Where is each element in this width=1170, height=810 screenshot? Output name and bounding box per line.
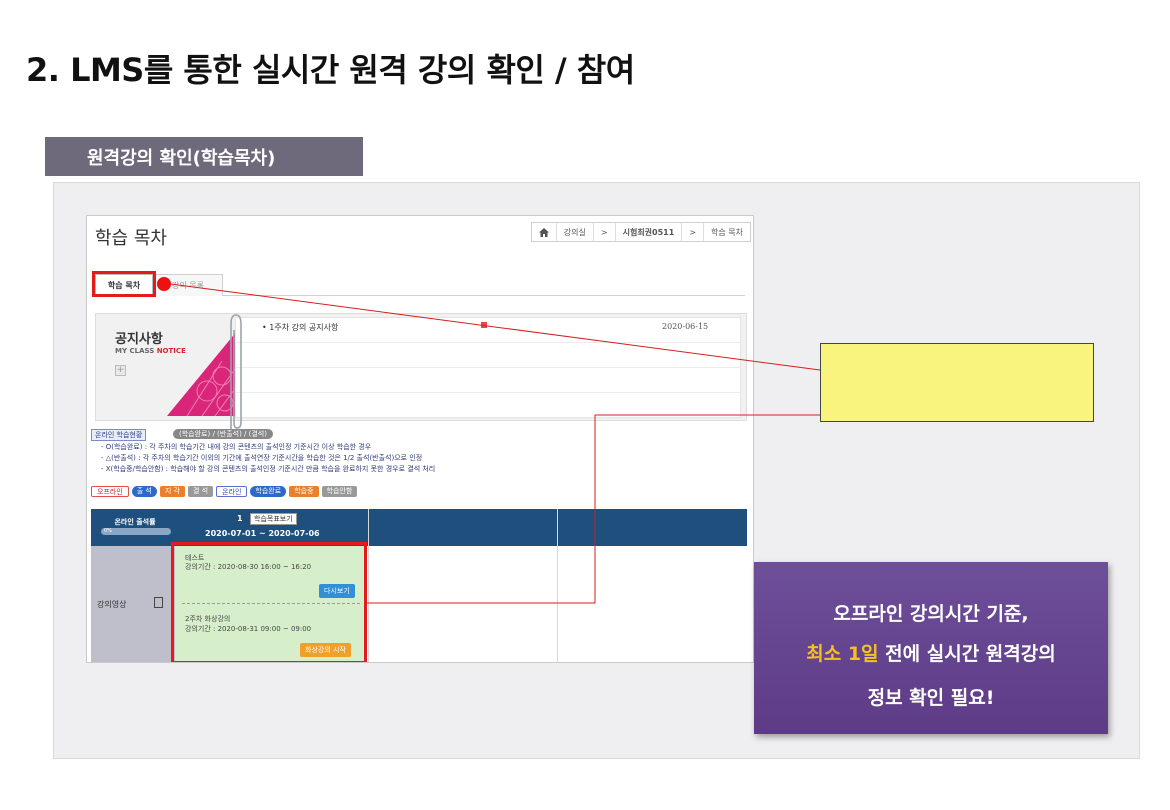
week-dates: 2020-07-01 ~ 2020-07-06: [205, 529, 320, 538]
status-not-started: 학습안함: [321, 486, 358, 497]
callout-line: 오프라인 강의시간 기준,: [833, 603, 1029, 625]
breadcrumb-item-current: 학습 목차: [711, 227, 743, 237]
status-absent: 결 석: [187, 486, 214, 497]
attendance-rate-bar: 0%: [101, 528, 171, 535]
lms-screenshot: 학습 목차 강의실 > 시험최권0511 > 학습 목차 학습 목차 강의 목록…: [86, 215, 754, 663]
annotation-note: [820, 343, 1094, 422]
status-in-progress: 학습중: [289, 486, 319, 497]
replay-button[interactable]: 다시보기: [319, 584, 355, 598]
new-badge-icon: [481, 322, 487, 328]
lecture-divider: [182, 603, 360, 604]
grid-header: [91, 509, 747, 546]
breadcrumb: 강의실 > 시험최권0511 > 학습 목차: [530, 222, 751, 242]
legend-line: - △(반출석) : 각 주차의 학습기간 이외의 기간에 출석연장 기준시간을…: [101, 454, 423, 462]
attendance-rate-label: 온라인 출석률: [114, 518, 156, 526]
learning-goal-button[interactable]: 학습목표보기: [250, 513, 297, 525]
breadcrumb-separator: >: [682, 223, 705, 241]
notice-row: [236, 368, 740, 393]
status-legend: 오프라인 출 석 지 각 결 석 온라인 학습완료 학습중 학습안함: [91, 486, 358, 497]
slide-title: 2. LMS를 통한 실시간 원격 강의 확인 / 참여: [26, 51, 635, 89]
row-label: 강의영상: [97, 600, 127, 609]
lecture-cell: [175, 546, 365, 662]
breadcrumb-item-classroom[interactable]: 강의실: [557, 223, 594, 241]
lms-page-title: 학습 목차: [95, 228, 167, 249]
pointer-dot: [157, 277, 171, 291]
callout-box: 오프라인 강의시간 기준, 최소 1일 전에 실시간 원격강의 정보 확인 필요…: [754, 562, 1108, 734]
home-icon[interactable]: [532, 223, 557, 241]
breadcrumb-separator: >: [594, 223, 616, 241]
notice-item[interactable]: • 1주차 강의 공지사항: [262, 323, 339, 332]
notice-more-button[interactable]: +: [115, 365, 126, 376]
legend-label: 온라인 학습현황: [91, 429, 147, 441]
notice-row: [236, 343, 740, 368]
legend-line: - X(학습중/학습안함) : 학습해야 할 강의 콘텐츠의 출석인정 기준시간…: [101, 465, 436, 473]
legend-pill: (학습완료) / (반출석) / (결석): [173, 429, 273, 439]
document-icon: [154, 597, 163, 608]
tab-highlight-box: [92, 271, 156, 297]
notice-subtitle-prefix: MY CLASS: [115, 347, 157, 355]
legend-line: - O(학습완료) : 각 주차의 학습기간 내에 강의 콘텐츠의 출석인정 기…: [101, 443, 372, 451]
row-label-cell: [91, 546, 179, 662]
callout-line: 정보 확인 필요!: [867, 687, 995, 709]
status-late: 지 각: [159, 486, 185, 497]
callout-line: 최소 1일 전에 실시간 원격강의: [754, 639, 1108, 666]
lecture-title: 테스트: [185, 554, 205, 562]
start-video-lecture-button[interactable]: 화상강의 시작: [300, 643, 351, 657]
section-label: 원격강의 확인(학습목차): [45, 137, 363, 176]
week-number: 1: [237, 514, 243, 523]
status-online: 온라인: [216, 486, 248, 497]
notice-title: 공지사항: [115, 332, 163, 347]
lecture-title: 2주차 화상강의: [185, 615, 231, 623]
lecture-period: 강의기간 : 2020-08-30 16:00 ~ 16:20: [185, 563, 312, 571]
tab-learning-index[interactable]: 학습 목차: [95, 274, 153, 296]
lecture-highlight-box: [171, 542, 367, 662]
lecture-period: 강의기간 : 2020-08-31 09:00 ~ 09:00: [185, 625, 312, 633]
notice-date: 2020-06-15: [662, 322, 709, 331]
grid-divider: [557, 509, 558, 662]
breadcrumb-item-course[interactable]: 시험최권0511: [616, 223, 683, 241]
grid-divider: [368, 509, 369, 662]
status-offline: 오프라인: [91, 486, 129, 497]
callout-text: 전에 실시간 원격강의: [878, 643, 1056, 665]
paperclip-icon: [230, 314, 242, 430]
status-attend: 출 석: [131, 486, 157, 497]
status-done: 학습완료: [250, 486, 287, 497]
callout-highlight: 최소 1일: [806, 643, 879, 665]
